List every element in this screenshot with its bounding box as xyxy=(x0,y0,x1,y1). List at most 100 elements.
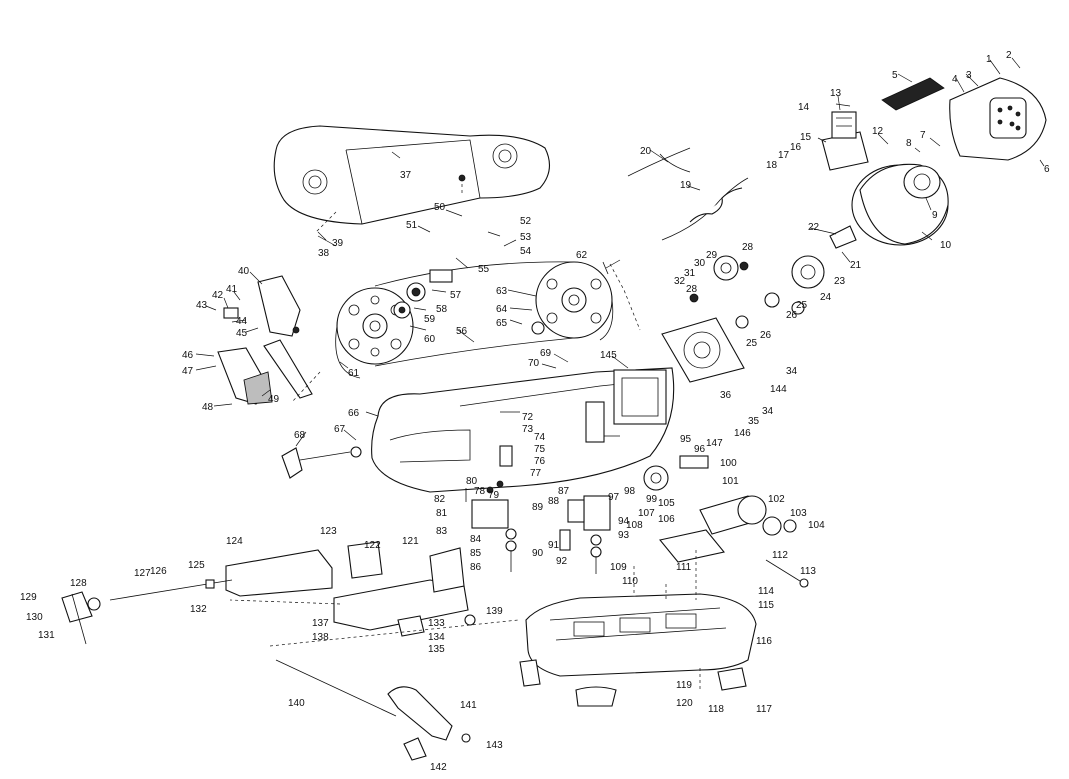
label-94: 94 xyxy=(618,516,630,527)
label-47: 47 xyxy=(182,366,194,377)
label-21: 21 xyxy=(850,260,862,271)
label-126: 126 xyxy=(150,566,167,577)
label-119: 119 xyxy=(676,680,692,691)
label-116: 116 xyxy=(756,636,772,647)
drive-wheel xyxy=(336,287,414,365)
label-141: 141 xyxy=(460,700,477,711)
label-56: 56 xyxy=(456,326,468,337)
label-128: 128 xyxy=(70,578,87,589)
label-5: 5 xyxy=(892,70,898,81)
label-139: 139 xyxy=(486,606,503,617)
label-103: 103 xyxy=(790,508,807,519)
label-48: 48 xyxy=(202,402,214,413)
label-62: 62 xyxy=(576,250,588,261)
label-49: 49 xyxy=(268,394,280,405)
label-53: 53 xyxy=(520,232,532,243)
label-113: 113 xyxy=(800,566,816,577)
label-130: 130 xyxy=(26,612,43,623)
label-67: 67 xyxy=(334,424,346,435)
blade-guard-cover xyxy=(273,125,551,225)
label-60: 60 xyxy=(424,334,436,345)
label-54: 54 xyxy=(520,246,532,257)
label-66: 66 xyxy=(348,408,360,419)
power-cord-plate xyxy=(881,77,945,111)
label-30: 30 xyxy=(694,258,706,269)
label-46: 46 xyxy=(182,350,194,361)
wheel-bearings xyxy=(393,269,545,335)
label-76: 76 xyxy=(534,456,546,467)
label-87: 87 xyxy=(558,486,570,497)
label-63: 63 xyxy=(496,286,508,297)
label-44: 44 xyxy=(236,316,248,327)
label-137: 137 xyxy=(312,618,329,629)
label-88: 88 xyxy=(548,496,560,507)
label-145: 145 xyxy=(600,350,617,361)
label-2: 2 xyxy=(1006,50,1012,61)
label-125: 125 xyxy=(188,560,205,571)
label-86: 86 xyxy=(470,562,482,573)
part-number-labels: 1 2 3 4 5 6 7 8 9 10 12 13 14 15 16 17 1… xyxy=(20,50,1050,773)
label-138: 138 xyxy=(312,632,329,643)
label-24: 24 xyxy=(820,292,832,303)
label-42: 42 xyxy=(212,290,224,301)
motor-assembly xyxy=(829,77,1047,249)
label-99: 99 xyxy=(646,494,658,505)
label-59: 59 xyxy=(424,314,436,325)
label-16: 16 xyxy=(790,142,802,153)
label-15: 15 xyxy=(800,132,812,143)
label-131: 131 xyxy=(38,630,55,641)
tension-handle xyxy=(217,275,313,405)
label-72: 72 xyxy=(522,412,534,423)
label-117: 117 xyxy=(756,704,772,715)
label-23: 23 xyxy=(834,276,846,287)
label-29: 29 xyxy=(706,250,718,261)
label-115: 115 xyxy=(758,600,774,611)
label-40: 40 xyxy=(238,266,250,277)
label-26a: 26 xyxy=(786,310,798,321)
label-28a: 28 xyxy=(742,242,754,253)
label-100: 100 xyxy=(720,458,737,469)
label-85: 85 xyxy=(470,548,482,559)
label-70: 70 xyxy=(528,358,540,369)
label-19: 19 xyxy=(680,180,692,191)
label-80: 80 xyxy=(466,476,478,487)
label-135: 135 xyxy=(428,644,445,655)
label-39: 39 xyxy=(332,238,344,249)
label-9: 9 xyxy=(932,210,938,221)
label-22: 22 xyxy=(808,222,820,233)
label-68: 68 xyxy=(294,430,306,441)
label-140: 140 xyxy=(288,698,305,709)
label-45: 45 xyxy=(236,328,248,339)
label-146: 146 xyxy=(734,428,751,439)
label-105: 105 xyxy=(658,498,675,509)
label-57: 57 xyxy=(450,290,462,301)
label-52: 52 xyxy=(520,216,532,227)
label-73: 73 xyxy=(522,424,534,435)
label-69: 69 xyxy=(540,348,552,359)
label-26b: 26 xyxy=(760,330,772,341)
switch-box xyxy=(821,111,869,171)
label-35: 35 xyxy=(748,416,760,427)
saw-blade-band xyxy=(335,261,614,379)
label-129: 129 xyxy=(20,592,37,603)
label-7: 7 xyxy=(920,130,926,141)
label-98: 98 xyxy=(624,486,636,497)
label-75: 75 xyxy=(534,444,546,455)
label-111: 111 xyxy=(676,562,692,573)
label-20: 20 xyxy=(640,146,652,157)
label-114: 114 xyxy=(758,586,774,597)
label-3: 3 xyxy=(966,70,972,81)
label-14: 14 xyxy=(798,102,810,113)
label-95: 95 xyxy=(680,434,692,445)
label-82: 82 xyxy=(434,494,446,505)
label-127: 127 xyxy=(134,568,151,579)
label-58: 58 xyxy=(436,304,448,315)
label-31: 31 xyxy=(684,268,696,279)
label-144: 144 xyxy=(770,384,787,395)
label-89: 89 xyxy=(532,502,544,513)
gearbox xyxy=(661,255,825,383)
label-96: 96 xyxy=(694,444,706,455)
label-8: 8 xyxy=(906,138,912,149)
label-91: 91 xyxy=(548,540,560,551)
label-41: 41 xyxy=(226,284,238,295)
